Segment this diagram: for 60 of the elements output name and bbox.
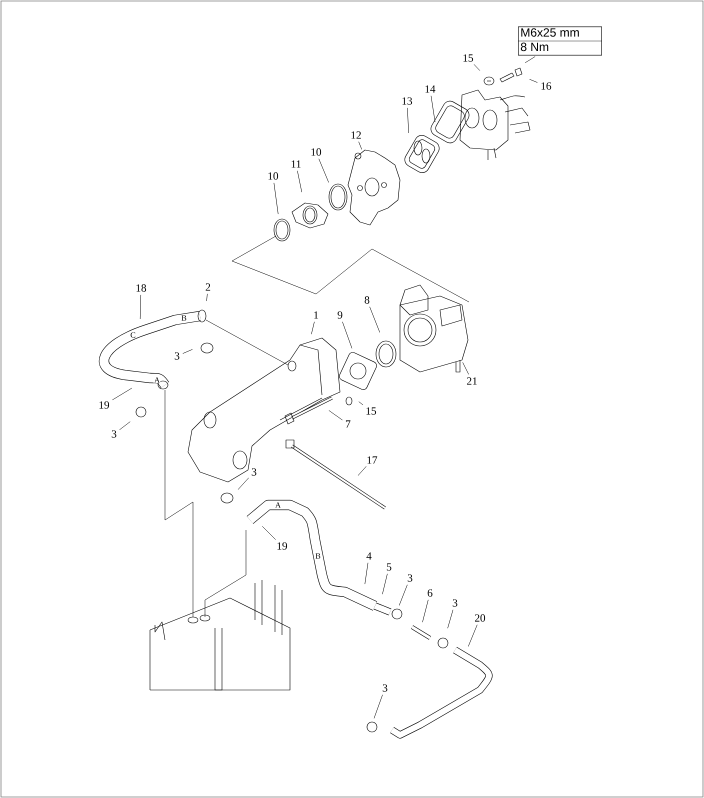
callout-number: 10 xyxy=(268,172,278,180)
callout-number: 8 xyxy=(364,296,370,304)
callout-number: 19 xyxy=(277,542,288,550)
leader-line xyxy=(524,56,536,64)
callout-number: 16 xyxy=(541,82,552,90)
callout-number: 5 xyxy=(386,563,392,571)
callout-number: 15 xyxy=(366,407,376,415)
leader-line xyxy=(182,349,193,354)
callout-number: 19 xyxy=(99,401,110,409)
leader-line xyxy=(140,294,142,320)
leader-line xyxy=(358,141,362,150)
callout-number: 2 xyxy=(206,283,210,291)
callout-number: 3 xyxy=(174,352,180,360)
leader-line xyxy=(262,526,276,540)
callout-number: 1 xyxy=(314,311,318,319)
callout-number: 7 xyxy=(346,420,350,428)
leader-line xyxy=(374,694,383,719)
callout-number: 3 xyxy=(382,684,388,692)
leader-line xyxy=(422,600,428,622)
leader-line xyxy=(119,421,130,430)
leader-line xyxy=(297,170,302,192)
callout-number: 13 xyxy=(402,97,412,105)
leader-line xyxy=(474,64,480,71)
leader-line xyxy=(398,584,408,606)
callout-number: 15 xyxy=(463,54,474,62)
leader-line xyxy=(529,79,538,83)
leader-line xyxy=(358,401,364,406)
leader-line xyxy=(430,96,436,122)
callout-number: 3 xyxy=(252,468,256,476)
leader-line xyxy=(311,322,315,334)
callout-number: 4 xyxy=(366,552,372,560)
spec-table: M6x25 mm 8 Nm xyxy=(518,26,602,56)
callout-number: 3 xyxy=(112,430,116,438)
leader-line xyxy=(364,562,368,584)
callout-number: 11 xyxy=(292,160,301,168)
leader-line xyxy=(206,294,208,302)
leader-line xyxy=(407,108,409,134)
leader-line xyxy=(112,388,132,400)
leader-line xyxy=(468,624,478,647)
leader-line xyxy=(318,158,329,183)
callout-number: 3 xyxy=(452,599,458,607)
leader-line xyxy=(238,478,249,490)
callout-number: 14 xyxy=(425,85,436,93)
leader-line xyxy=(447,610,454,628)
callout-number: 21 xyxy=(466,377,477,385)
callout-number: 3 xyxy=(408,574,412,582)
callout-number: 10 xyxy=(311,148,322,156)
callout-number: 6 xyxy=(428,589,432,597)
callout-number: 20 xyxy=(474,614,486,622)
callout-number: 18 xyxy=(136,284,146,292)
leader-line xyxy=(369,306,380,333)
leader-line xyxy=(382,574,388,594)
leader-line xyxy=(342,322,352,349)
leader-line xyxy=(358,466,367,476)
leader-line xyxy=(328,410,343,420)
leader-line xyxy=(462,362,469,375)
callout-number: 9 xyxy=(338,311,342,319)
callout-number: 12 xyxy=(351,131,361,139)
leader-line xyxy=(274,182,278,214)
callout-number: 17 xyxy=(367,456,378,464)
